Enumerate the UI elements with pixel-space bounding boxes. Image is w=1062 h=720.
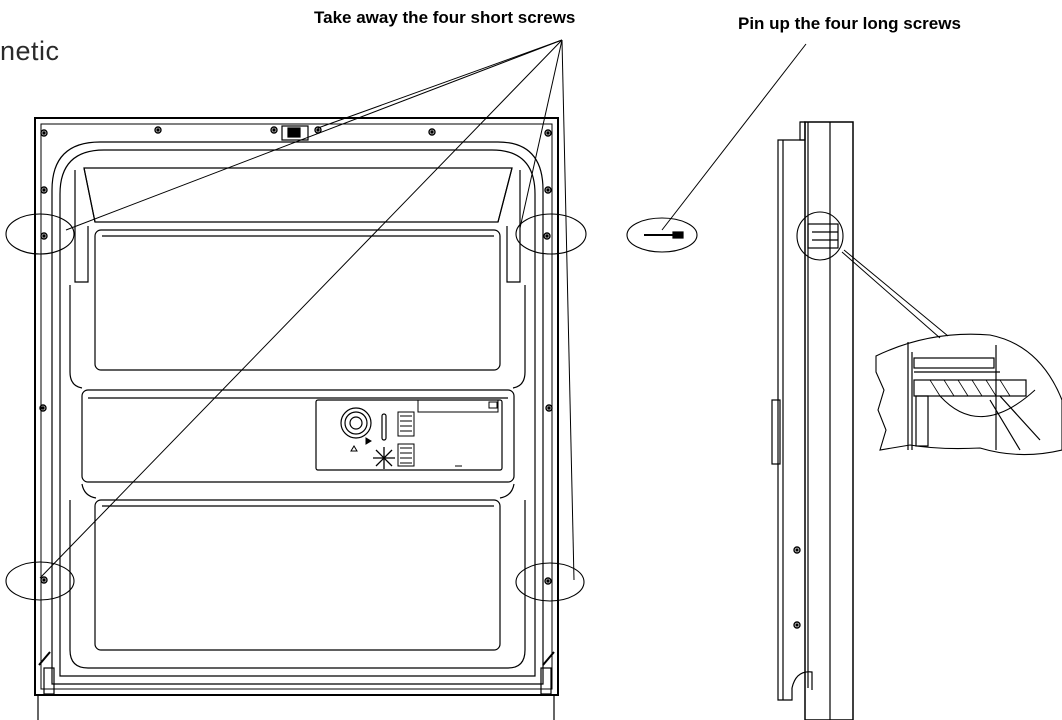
side-view-door	[771, 121, 854, 720]
short-screws-leader-lines	[39, 39, 575, 581]
short-screws-label: Take away the four short screws	[314, 8, 576, 27]
front-door-panel	[34, 117, 559, 720]
short-screw-callout-circles	[5, 213, 587, 602]
front-screw-holes	[39, 126, 553, 585]
detail-zoom-lines	[841, 249, 949, 339]
long-screws-label: Pin up the four long screws	[738, 14, 961, 33]
magnified-detail	[875, 333, 1062, 456]
cut-off-text: netic	[0, 36, 60, 66]
long-screw-callout	[626, 43, 807, 253]
